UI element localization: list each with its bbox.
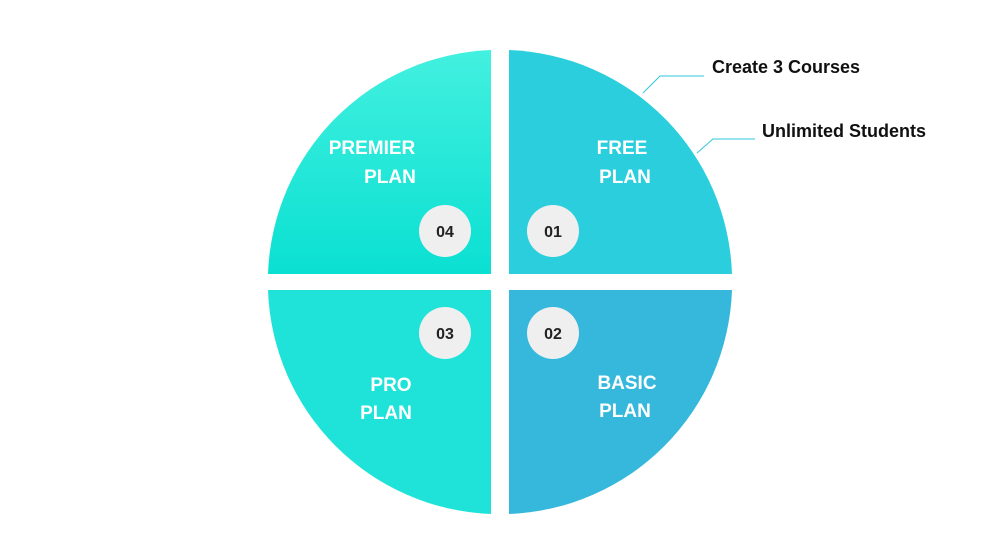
callout-unlimited-students: Unlimited Students: [696, 121, 926, 154]
free-title-line2: PLAN: [599, 167, 651, 188]
premier-title-line1: PREMIER: [329, 138, 416, 159]
basic-title-line1: BASIC: [597, 373, 656, 394]
premier-number-badge: [419, 205, 471, 257]
callout-create-courses-text: Create 3 Courses: [712, 57, 860, 77]
callout-line-1: [642, 75, 704, 94]
basic-title-line2: PLAN: [599, 401, 651, 422]
callout-unlimited-students-text: Unlimited Students: [762, 121, 926, 141]
quadrant-free: FREE PLAN 01: [509, 50, 732, 274]
premier-title-line2: PLAN: [364, 167, 416, 188]
basic-number: 02: [544, 326, 562, 343]
callout-create-courses: Create 3 Courses: [642, 57, 860, 94]
quadrant-basic: BASIC PLAN 02: [509, 290, 732, 514]
quadrant-pro: PRO PLAN 03: [268, 290, 491, 514]
free-number: 01: [544, 224, 562, 241]
basic-number-badge: [527, 307, 579, 359]
pro-title-line2: PLAN: [360, 403, 412, 424]
pro-number-badge: [419, 307, 471, 359]
pro-number: 03: [436, 326, 454, 343]
pro-title-line1: PRO: [370, 375, 411, 396]
free-title-line1: FREE: [597, 138, 648, 159]
callout-line-2: [696, 138, 755, 154]
quadrant-premier: PREMIER PLAN 04: [268, 50, 491, 274]
premier-number: 04: [436, 224, 454, 241]
free-number-badge: [527, 205, 579, 257]
